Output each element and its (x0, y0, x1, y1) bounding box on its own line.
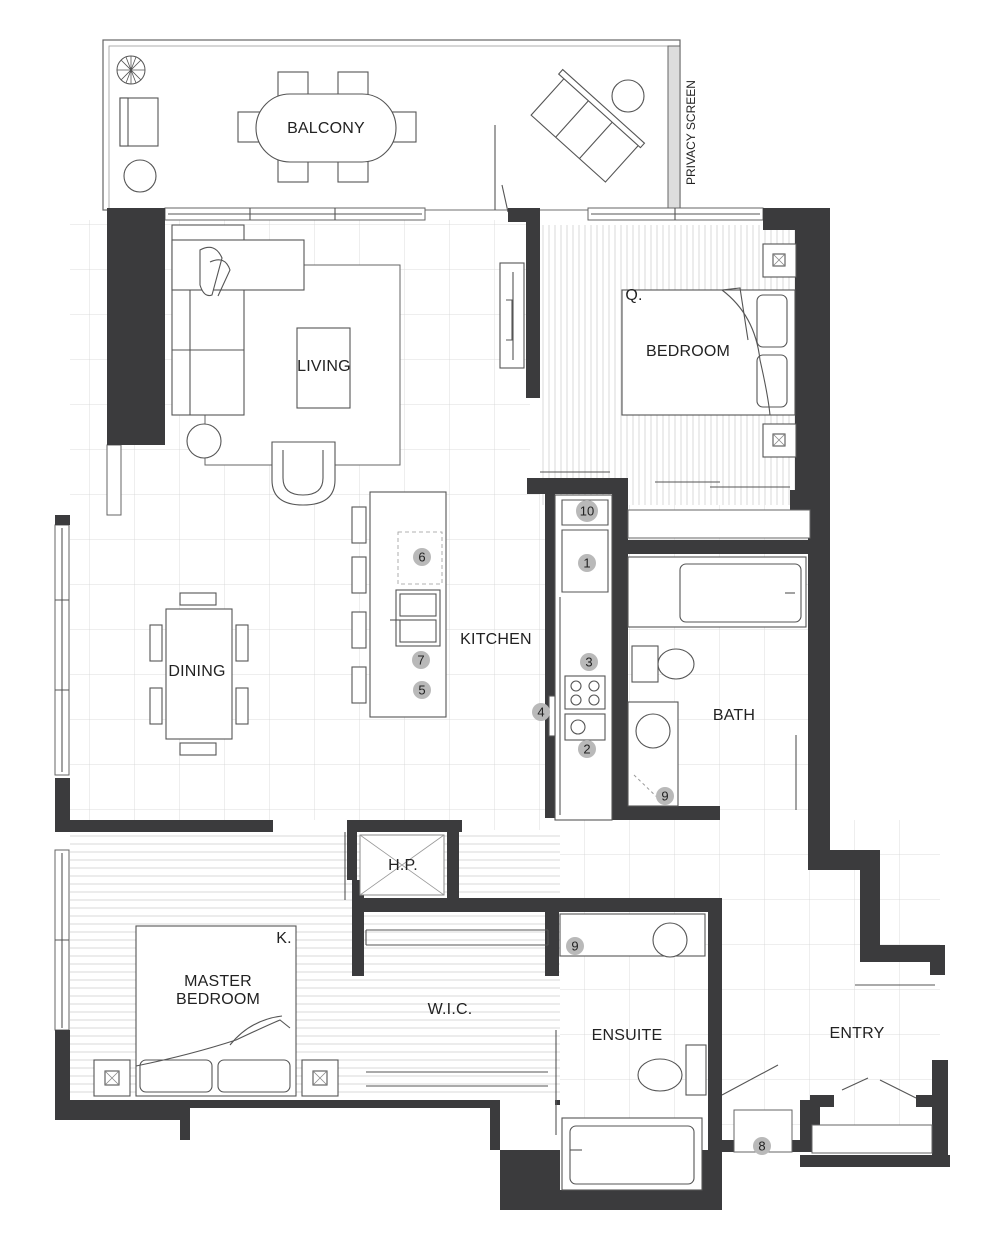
badge-1[interactable]: 1 (578, 554, 596, 572)
dining-table (165, 608, 233, 740)
badge-2[interactable]: 2 (578, 740, 596, 758)
bed-size-king: K. (276, 930, 292, 947)
badge-9-ensuite-number: 9 (571, 939, 578, 954)
label-dining: DINING (168, 663, 225, 680)
badge-3[interactable]: 3 (580, 653, 598, 671)
cooktop (564, 675, 606, 710)
ensuite-toilet (637, 1058, 683, 1092)
label-wic: W.I.C. (428, 1001, 473, 1018)
bath-sink (635, 713, 671, 749)
balcony-furniture (116, 55, 646, 193)
living-furniture (171, 224, 525, 506)
badge-8[interactable]: 8 (753, 1137, 771, 1155)
badge-9-bath-number: 9 (661, 789, 668, 804)
ensuite-fixtures (555, 913, 707, 1191)
bedroom-furniture (540, 243, 811, 539)
label-bedroom: BEDROOM (646, 343, 730, 360)
badge-9-bath[interactable]: 9 (656, 787, 674, 805)
coffee-table (296, 327, 351, 409)
badge-2-number: 2 (583, 742, 590, 757)
ensuite-sink (652, 922, 688, 958)
label-hp: H.P. (388, 857, 418, 874)
label-entry: ENTRY (830, 1025, 885, 1042)
kitchen-fixtures (351, 491, 613, 821)
label-master-bedroom-2: BEDROOM (176, 991, 260, 1008)
badge-4[interactable]: 4 (532, 703, 550, 721)
balcony-table (255, 93, 397, 163)
label-living: LIVING (297, 358, 351, 375)
entry-area (721, 984, 935, 1154)
walls[interactable] (55, 208, 950, 1210)
badge-10-number: 10 (580, 504, 594, 519)
badge-10[interactable]: 10 (576, 500, 598, 522)
bath-fixtures (627, 556, 807, 810)
label-kitchen: KITCHEN (460, 631, 532, 648)
badge-6[interactable]: 6 (413, 548, 431, 566)
hp-closet (359, 834, 445, 896)
master-bedroom-furniture (93, 832, 549, 1097)
badge-8-number: 8 (758, 1139, 765, 1154)
bed-size-queen: Q. (625, 287, 642, 304)
label-bath: BATH (713, 707, 755, 724)
badge-3-number: 3 (585, 655, 592, 670)
windows (54, 207, 764, 1031)
label-balcony: BALCONY (287, 120, 365, 137)
label-master-bedroom-1: MASTER (184, 973, 252, 990)
badge-6-number: 6 (418, 550, 425, 565)
toilet (657, 648, 695, 680)
badge-7[interactable]: 7 (412, 651, 430, 669)
badge-9-ensuite[interactable]: 9 (566, 937, 584, 955)
label-ensuite: ENSUITE (592, 1027, 663, 1044)
badge-5[interactable]: 5 (413, 681, 431, 699)
badge-4-number: 4 (537, 705, 544, 720)
badge-7-number: 7 (417, 653, 424, 668)
privacy-screen (667, 45, 681, 211)
armchair (271, 441, 336, 506)
badge-5-number: 5 (418, 683, 425, 698)
dining-furniture (149, 592, 249, 756)
label-privacy-screen: PRIVACY SCREEN (684, 80, 698, 185)
badge-1-number: 1 (583, 556, 590, 571)
